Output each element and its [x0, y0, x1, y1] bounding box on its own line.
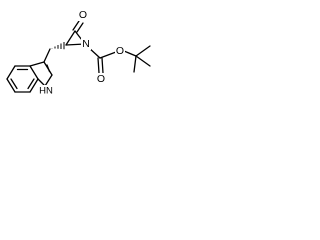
ester-carbonyl-bond [101, 57, 104, 74]
double-bond-line [27, 78, 35, 90]
ester-bond [99, 51, 117, 59]
indole-nh-label: HN [39, 86, 53, 97]
bond [44, 74, 53, 87]
bond [29, 78, 39, 93]
chemical-structure-diagram: O N O O HN [6, 9, 151, 97]
ether-bond [123, 50, 137, 57]
bond [65, 30, 76, 46]
ester-carbonyl-oxygen-label: O [97, 73, 105, 85]
label-mask [78, 9, 88, 21]
indole-ring [6, 61, 53, 93]
methyl-bond [133, 55, 137, 73]
methyl-bond [135, 55, 151, 67]
bond [29, 65, 39, 80]
ketone-oxygen-label: O [79, 9, 87, 21]
double-bond-line [46, 64, 51, 73]
ch2-bond [43, 48, 51, 63]
ring-nitrogen-label: N [82, 38, 90, 50]
label-mask [96, 73, 106, 85]
ester-carbonyl-bond [97, 57, 100, 74]
bond [6, 65, 16, 80]
ester-oxygen-label: O [116, 45, 124, 57]
label-mask [115, 45, 125, 57]
bond [37, 78, 46, 87]
carbonyl-bond [76, 22, 84, 33]
bond [29, 61, 45, 67]
methyl-bond [135, 45, 151, 57]
carbonyl-bond [72, 20, 80, 31]
double-bond-line [10, 78, 18, 90]
label-mask [37, 85, 55, 97]
bond [6, 78, 16, 93]
hashed-wedge-bond [51, 42, 65, 50]
label-mask [81, 38, 91, 50]
